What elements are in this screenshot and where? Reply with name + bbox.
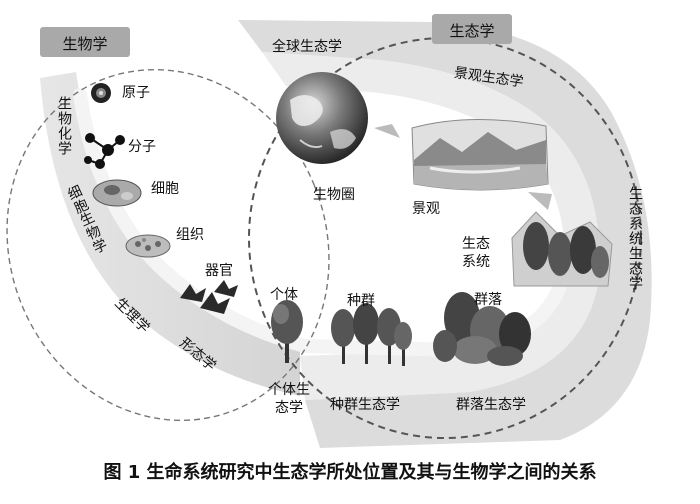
arrow-landscape (374, 124, 400, 138)
label-landscape: 景观 (412, 201, 440, 217)
arrow-ecosystem (528, 192, 552, 210)
ecology-boundary (248, 37, 642, 439)
biology-boundary (6, 68, 330, 422)
atom-icon (91, 83, 111, 103)
ecology-band (238, 20, 652, 448)
individual-tree-icon (271, 300, 303, 363)
tissue-icon (125, 234, 171, 258)
label-cell: 细胞 (151, 181, 179, 197)
population-trees-icon (331, 303, 412, 366)
ecosystem-icon (511, 211, 613, 287)
ecology-header: 生态学 (449, 22, 495, 40)
landscape-image (411, 119, 549, 191)
label-individual: 个体 (270, 287, 298, 303)
figure-caption: 图 1 生命系统研究中生态学所处位置及其与生物学之间的关系 (103, 462, 597, 483)
biology-header: 生物学 (62, 35, 108, 53)
label-global-ecology: 全球生态学 (272, 39, 342, 55)
label-biosphere: 生物圈 (313, 187, 355, 203)
label-community-ecology: 群落生态学 (456, 397, 526, 413)
label-biochemistry: 生物化学 (56, 96, 72, 156)
organ-icon (180, 280, 238, 314)
earth-icon (276, 72, 368, 164)
ecology-box (432, 14, 512, 44)
label-atom: 原子 (122, 85, 150, 101)
label-ecosystem-ecology: 生态系统生态学 (627, 186, 643, 291)
label-population: 种群 (347, 293, 375, 309)
biology-band (40, 72, 300, 396)
label-population-ecology: 种群生态学 (330, 397, 400, 413)
label-organ: 器官 (205, 263, 233, 279)
label-community: 群落 (474, 292, 502, 308)
label-ecosystem: 生态系统 (462, 236, 490, 270)
label-tissue: 组织 (176, 227, 204, 243)
biology-box (40, 27, 130, 57)
community-trees-icon (433, 292, 531, 366)
label-molecule: 分子 (128, 139, 156, 155)
molecule-icon (84, 133, 125, 169)
cell-icon (92, 179, 142, 207)
label-individual-ecology: 个体生态学 (268, 382, 310, 416)
